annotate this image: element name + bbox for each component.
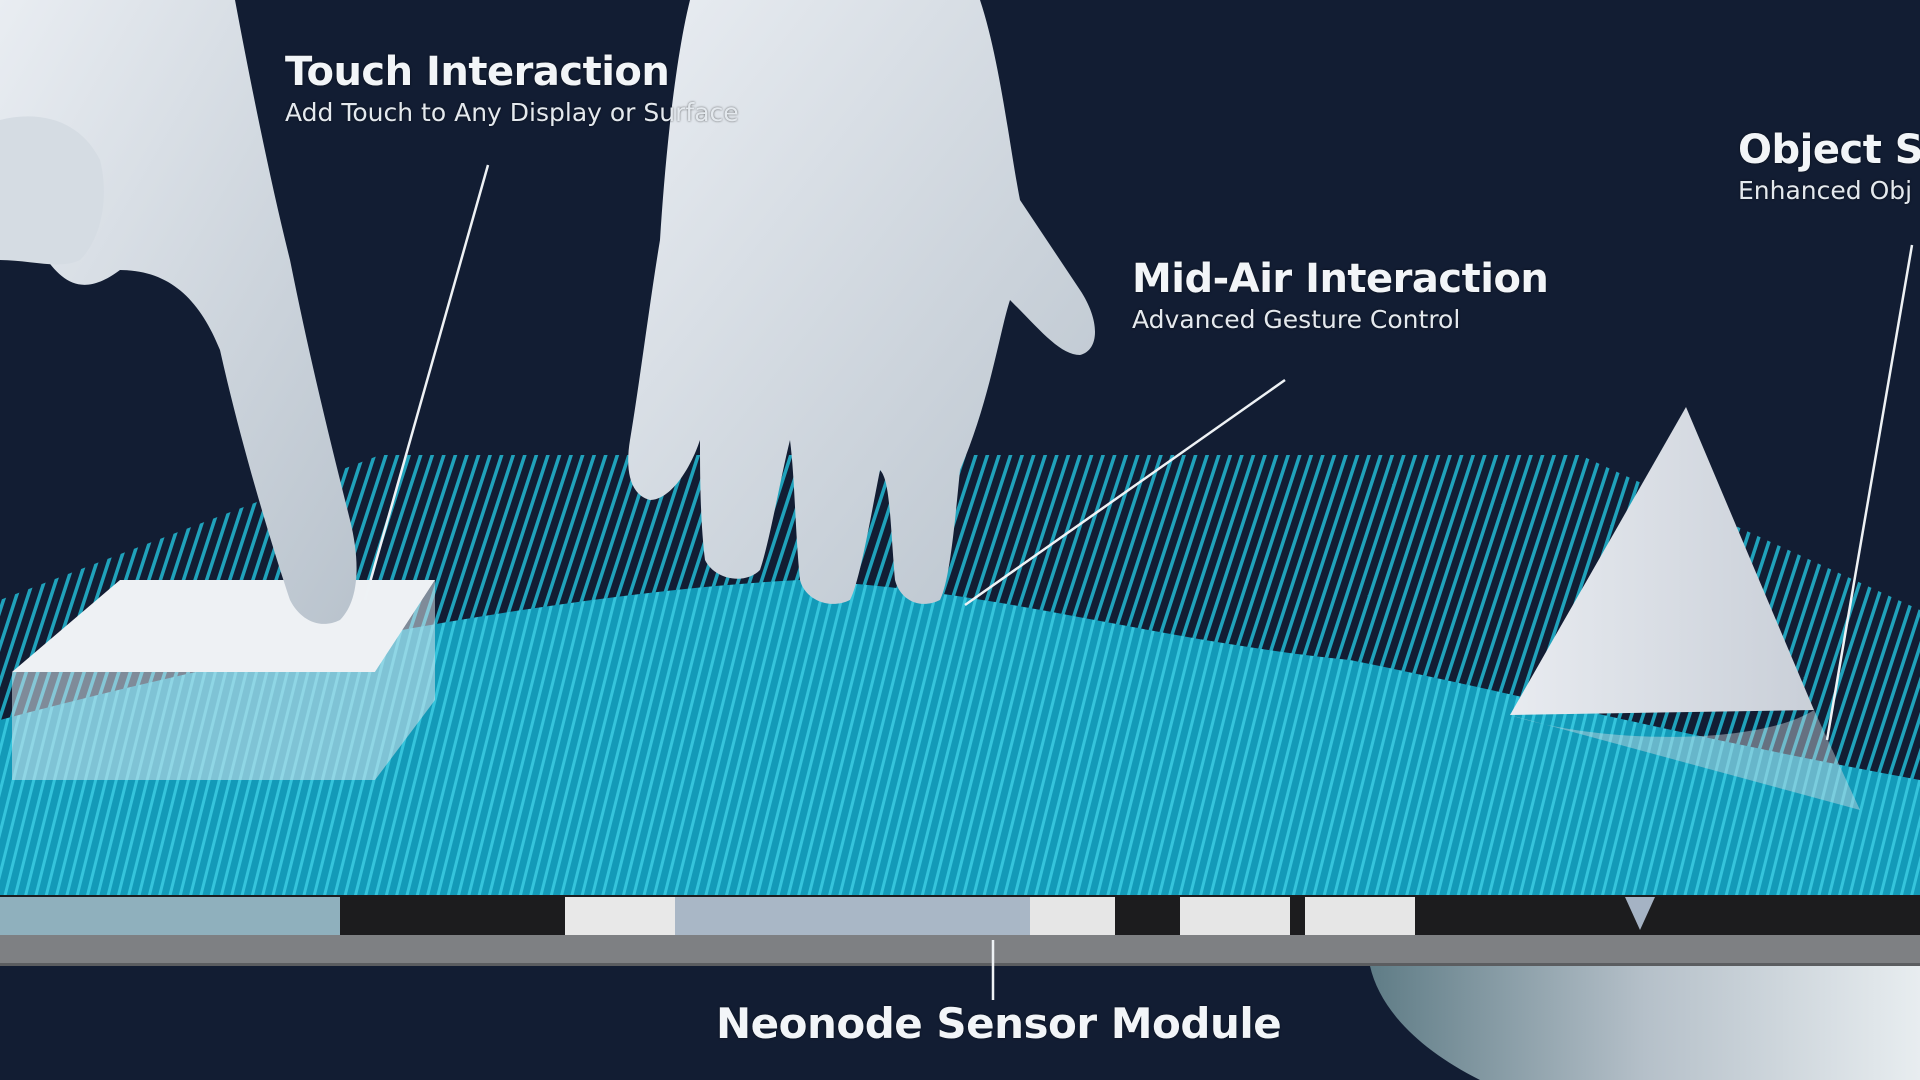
sensor-module-label: Neonode Sensor Module	[716, 999, 1282, 1048]
object-sensing-title: Object S	[1738, 127, 1920, 173]
light-grid	[0, 455, 1920, 895]
touch-interaction-label: Touch Interaction Add Touch to Any Displ…	[285, 48, 739, 130]
open-hand	[628, 0, 1095, 604]
callout-line-midair	[964, 378, 1286, 607]
object-sensing-subtitle: Enhanced Obj	[1738, 176, 1913, 205]
callout-lines	[363, 164, 1914, 1000]
midair-interaction-title: Mid-Air Interaction	[1132, 256, 1549, 302]
pointing-hand	[0, 0, 357, 624]
sensor-bar	[0, 895, 1920, 966]
midair-interaction-label: Mid-Air Interaction Advanced Gesture Con…	[1132, 255, 1549, 337]
touch-interaction-title: Touch Interaction	[285, 49, 670, 95]
midair-interaction-subtitle: Advanced Gesture Control	[1132, 305, 1461, 334]
sensor-module-title: Neonode Sensor Module	[716, 999, 1282, 1048]
bowl-object	[1370, 966, 1920, 1080]
callout-line-object	[1825, 244, 1914, 741]
cone-object	[1510, 407, 1860, 810]
touch-interaction-subtitle: Add Touch to Any Display or Surface	[285, 98, 739, 127]
object-sensing-label: Object S Enhanced Obj	[1738, 126, 1920, 208]
callout-line-touch	[363, 164, 490, 601]
